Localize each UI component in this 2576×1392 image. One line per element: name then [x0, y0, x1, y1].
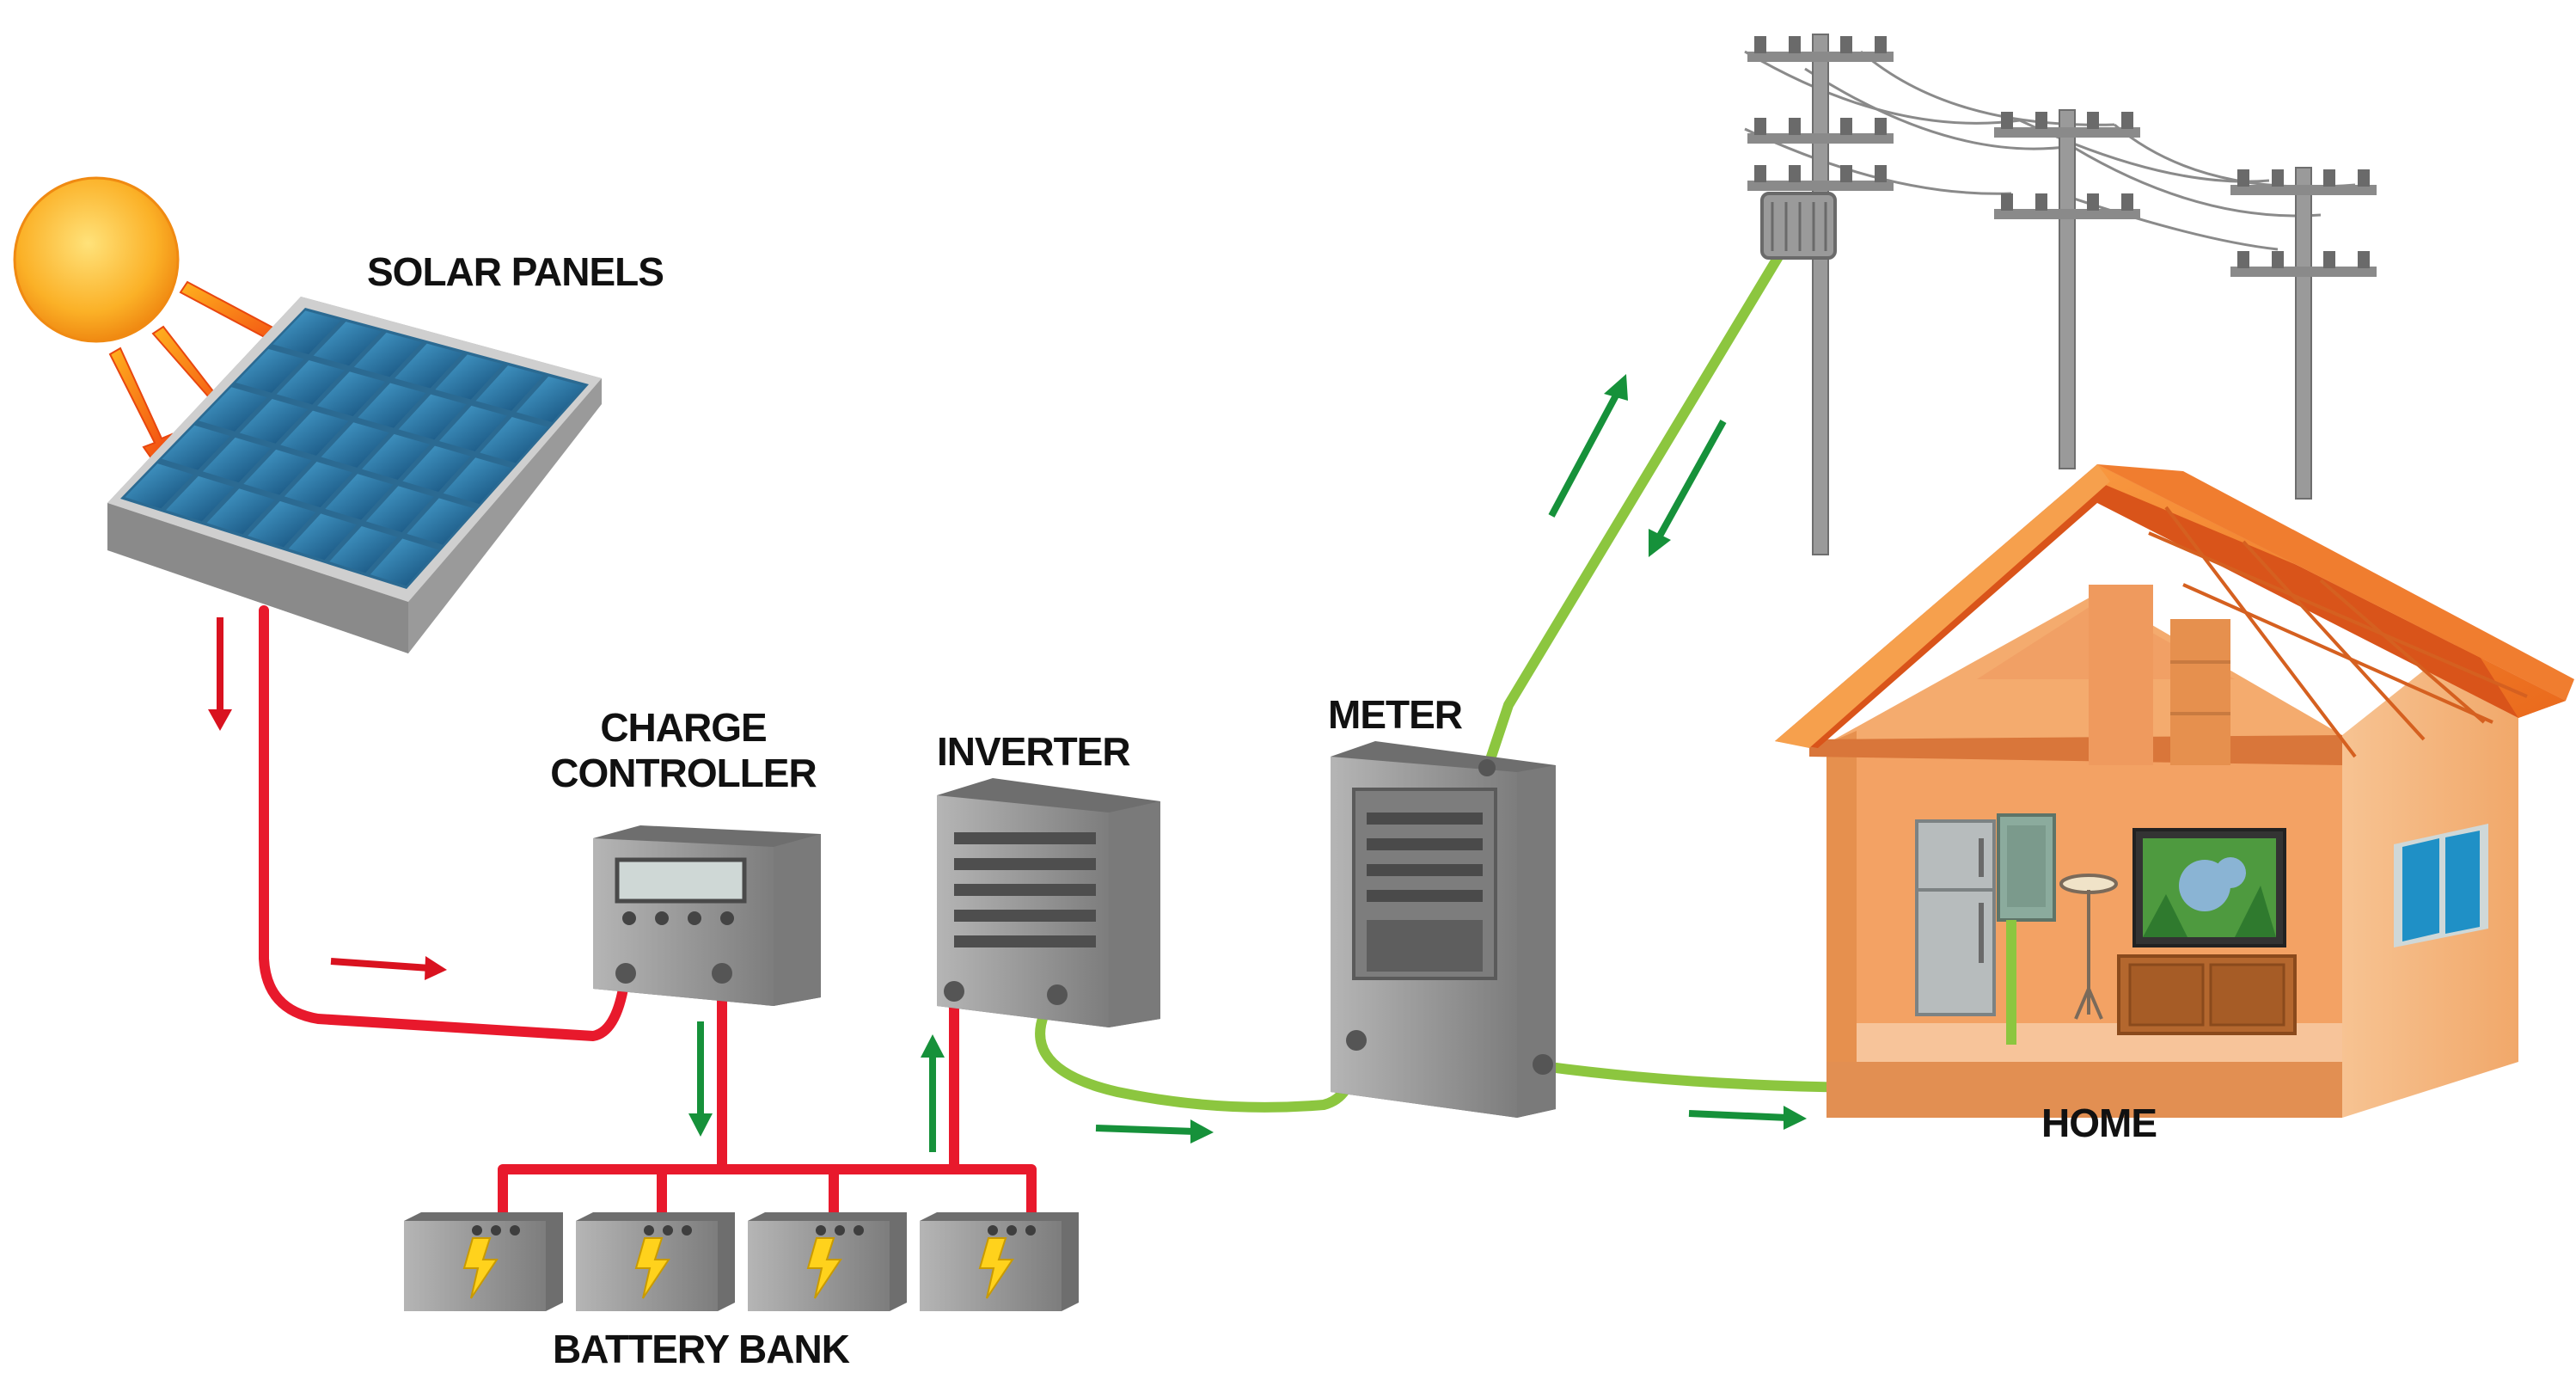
- battery-icon: [404, 1212, 563, 1311]
- solar-cell: [475, 365, 544, 411]
- solar-cell: [206, 488, 276, 535]
- tv-cabinet: [2117, 954, 2297, 1035]
- solar-cell: [276, 360, 346, 405]
- solar-cell: [272, 310, 341, 355]
- power-pole-icon: [2230, 167, 2377, 500]
- label-charge-controller: CHARGE CONTROLLER: [542, 705, 825, 796]
- electrical-panel-icon: [1997, 813, 2056, 922]
- sun-icon: [13, 176, 180, 343]
- battery-icon: [920, 1212, 1079, 1311]
- green-arrow-right-home: [1688, 1106, 1807, 1130]
- solar-cell: [370, 538, 439, 586]
- flow-arrows: [208, 374, 1807, 1152]
- solar-cell: [280, 410, 349, 456]
- charge-controller-icon: [593, 825, 821, 1006]
- solar-cell: [243, 449, 312, 495]
- red-arrow-down: [208, 617, 232, 731]
- meter-icon: [1331, 741, 1556, 1118]
- solar-cell: [125, 463, 194, 509]
- meter-to-grid-wire: [1482, 229, 1797, 775]
- green-arrow-down-grid: [1649, 420, 1727, 557]
- solar-cell: [435, 354, 504, 400]
- solar-cell: [516, 376, 584, 422]
- lightning-bolt-icon: [462, 1237, 499, 1299]
- battery-icon: [748, 1212, 907, 1311]
- panel-to-controller-wire: [259, 605, 631, 1041]
- label-charge-line2: CONTROLLER: [550, 750, 817, 795]
- solar-cell: [358, 383, 426, 428]
- solar-cell: [438, 405, 507, 451]
- battery-bank: [404, 1212, 1079, 1311]
- battery-bus-wire: [498, 1164, 1037, 1226]
- green-arrow-down-controller: [688, 1021, 713, 1137]
- solar-panel-icon: [107, 297, 602, 653]
- lightning-bolt-icon: [806, 1237, 842, 1299]
- house-icon: [1775, 464, 2574, 1118]
- solar-cell: [313, 322, 382, 366]
- label-home: HOME: [2041, 1101, 2157, 1145]
- lightning-bolt-icon: [634, 1237, 670, 1299]
- solar-cell: [325, 474, 394, 520]
- solar-cell: [407, 498, 475, 545]
- inverter-icon: [937, 778, 1160, 1027]
- solar-cell: [362, 433, 431, 480]
- solar-cells: [125, 310, 584, 586]
- power-pole-icon: [1747, 34, 1894, 555]
- solar-cell: [398, 394, 467, 440]
- solar-cell: [353, 332, 423, 377]
- green-arrow-up-grid: [1548, 374, 1628, 518]
- solar-cell: [402, 445, 471, 493]
- power-poles: [1747, 34, 2377, 555]
- power-pole-icon: [1994, 109, 2140, 469]
- lamp-icon: [2059, 874, 2118, 1020]
- solar-cell: [162, 425, 230, 470]
- solar-cell: [317, 371, 386, 417]
- solar-cell: [443, 457, 511, 505]
- label-solar-panels: SOLAR PANELS: [367, 249, 664, 294]
- label-battery-bank: BATTERY BANK: [553, 1327, 850, 1371]
- green-arrow-right-meter: [1095, 1119, 1214, 1144]
- solar-cell: [395, 343, 463, 389]
- solar-cell: [329, 525, 398, 573]
- solar-cell: [365, 486, 435, 533]
- transformer-icon: [1760, 192, 1837, 260]
- red-arrow-right: [330, 956, 447, 980]
- battery-icon: [576, 1212, 735, 1311]
- solar-cell: [239, 398, 309, 444]
- dc-wires: [259, 605, 1037, 1226]
- solar-cell: [248, 500, 316, 548]
- solar-cell: [202, 437, 272, 483]
- solar-cell: [284, 462, 353, 508]
- refrigerator-icon: [1915, 819, 1996, 1016]
- window-icon: [2394, 824, 2488, 947]
- solar-cell: [166, 475, 235, 522]
- lightning-bolt-icon: [978, 1237, 1014, 1299]
- solar-cell: [288, 513, 358, 561]
- solar-cell: [236, 348, 304, 393]
- green-arrow-up-inverter: [921, 1034, 945, 1152]
- label-meter: METER: [1328, 692, 1463, 737]
- label-inverter: INVERTER: [937, 729, 1131, 774]
- solar-cell: [199, 387, 267, 432]
- solar-cell: [480, 417, 548, 463]
- solar-cell: [321, 422, 389, 468]
- tv-icon: [2132, 828, 2286, 947]
- label-charge-line1: CHARGE: [600, 705, 767, 750]
